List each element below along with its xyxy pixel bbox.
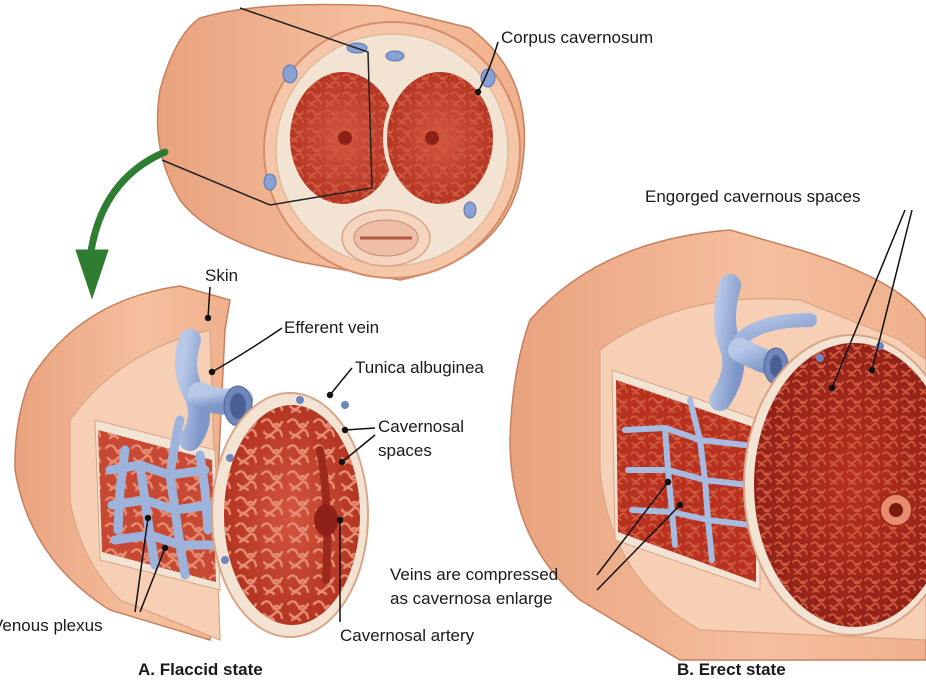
caption-erect-state: B. Erect state bbox=[677, 660, 786, 679]
label-corpus-cavernosum: Corpus cavernosum bbox=[501, 28, 654, 47]
label-tunica-albuginea: Tunica albuginea bbox=[355, 358, 484, 377]
label-cavernosal-spaces-line1: Cavernosal bbox=[378, 417, 464, 436]
top-cross-section bbox=[156, 3, 526, 281]
label-cavernosal-spaces-line2: spaces bbox=[378, 441, 432, 460]
caption-flaccid-state: A. Flaccid state bbox=[138, 660, 263, 679]
label-venous-plexus: Venous plexus bbox=[0, 616, 103, 635]
label-skin: Skin bbox=[205, 266, 239, 285]
label-veins-compressed-line2: as cavernosa enlarge bbox=[390, 589, 553, 608]
transition-arrow bbox=[75, 148, 169, 300]
label-cavernosal-artery: Cavernosal artery bbox=[340, 626, 475, 645]
leader-lines bbox=[134, 41, 913, 622]
label-veins-compressed-line1: Veins are compressed bbox=[390, 565, 559, 584]
label-efferent-vein: Efferent vein bbox=[284, 318, 380, 337]
flaccid-section bbox=[14, 285, 369, 641]
label-engorged-cavernous-spaces: Engorged cavernous spaces bbox=[645, 187, 861, 206]
erect-section bbox=[509, 229, 926, 661]
